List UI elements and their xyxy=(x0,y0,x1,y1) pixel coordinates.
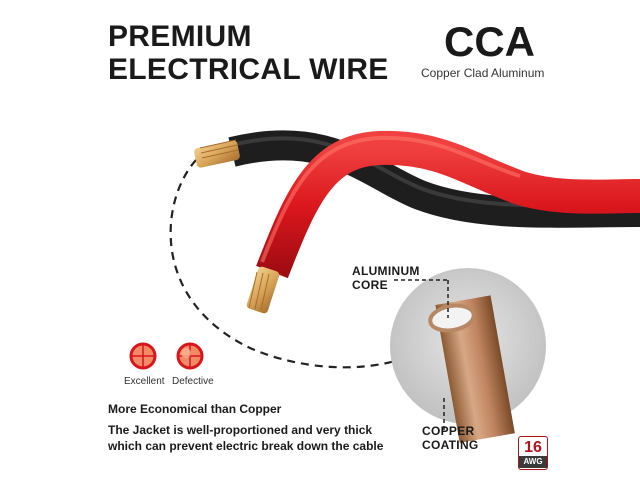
copper-rod xyxy=(435,295,515,443)
aluminum-core xyxy=(428,303,476,333)
copper-coating-label: COPPER COATING xyxy=(422,424,479,452)
awg-number: 16 xyxy=(524,439,542,456)
copper-label-line-2: COATING xyxy=(422,438,479,452)
red-wire xyxy=(256,130,640,279)
title-line-2: ELECTRICAL WIRE xyxy=(108,53,389,86)
zoom-circle xyxy=(390,268,546,443)
excellent-icon xyxy=(129,342,157,370)
product-title: PREMIUM ELECTRICAL WIRE xyxy=(108,20,389,86)
awg-gauge-badge: 16 AWG xyxy=(518,436,548,470)
cca-subtitle: Copper Clad Aluminum xyxy=(421,66,545,80)
defective-icon xyxy=(176,342,204,370)
aluminum-label-line-1: ALUMINUM xyxy=(352,264,420,278)
aluminum-core-label: ALUMINUM CORE xyxy=(352,264,420,292)
black-wire-copper-tip xyxy=(194,139,240,168)
awg-unit: AWG xyxy=(519,456,547,468)
excellent-label: Excellent xyxy=(124,376,165,387)
cca-badge: CCA xyxy=(444,18,535,65)
jacket-line-2: which can prevent electric break down th… xyxy=(108,439,384,453)
jacket-line-1: The Jacket is well-proportioned and very… xyxy=(108,423,373,437)
economical-headline: More Economical than Copper xyxy=(108,402,282,416)
copper-label-line-1: COPPER xyxy=(422,424,475,438)
red-wire-copper-tip xyxy=(246,266,280,314)
dashed-connector xyxy=(169,159,399,369)
title-line-1: PREMIUM xyxy=(108,20,252,53)
jacket-description: The Jacket is well-proportioned and very… xyxy=(108,422,383,454)
defective-label: Defective xyxy=(172,376,214,387)
aluminum-label-line-2: CORE xyxy=(352,278,388,292)
